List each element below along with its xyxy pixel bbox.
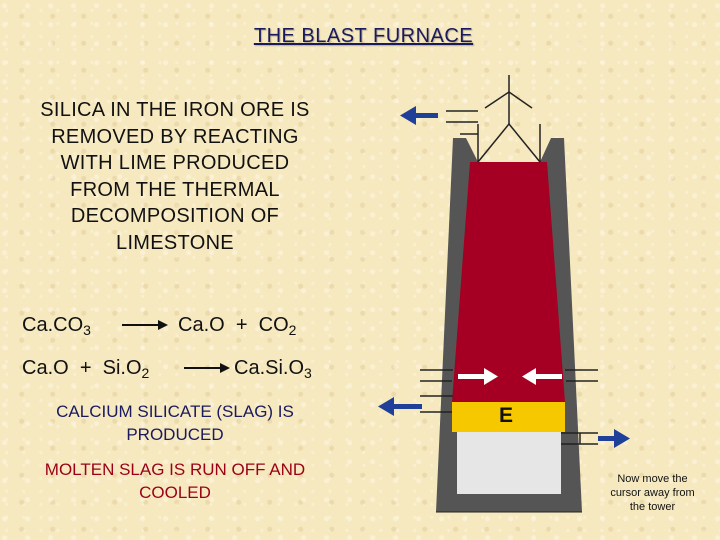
slag-tap-pipes xyxy=(420,395,453,413)
blast-arrow-left xyxy=(458,368,498,385)
furnace-charge xyxy=(452,162,565,402)
blast-arrow-right xyxy=(522,368,562,385)
slag-text: CALCIUM SILICATE (SLAG) IS PRODUCED xyxy=(56,402,294,444)
slag-out-arrow xyxy=(378,397,422,416)
iron-out-arrow xyxy=(598,429,630,448)
tuyere-pipes-left xyxy=(420,369,453,382)
slag-layer xyxy=(452,402,565,432)
equation-1-reactant: Ca.CO3 xyxy=(22,314,91,338)
page-title: THE BLAST FURNACE xyxy=(253,25,474,47)
tuyere-pipes-right xyxy=(565,369,598,382)
zone-label: E xyxy=(498,404,513,427)
gas-out-arrow xyxy=(400,106,438,125)
reaction-arrow-2 xyxy=(184,363,230,373)
hearth xyxy=(457,432,561,494)
equation-1-products: Ca.O + CO2 xyxy=(178,314,297,338)
explanation-text: SILICA IN THE IRON ORE IS REMOVED BY REA… xyxy=(40,99,310,254)
iron-tap-pipes xyxy=(561,432,598,445)
hint-text: Now move the cursor away from the tower xyxy=(610,473,695,513)
gas-outlet-pipe xyxy=(446,110,478,135)
furnace-top-vent xyxy=(477,75,541,163)
equation-2-reactants: Ca.O + Si.O2 xyxy=(22,357,150,381)
equation-2-product: Ca.Si.O3 xyxy=(234,357,312,381)
reaction-arrow-1 xyxy=(122,320,168,330)
runoff-text: MOLTEN SLAG IS RUN OFF AND COOLED xyxy=(44,460,306,502)
